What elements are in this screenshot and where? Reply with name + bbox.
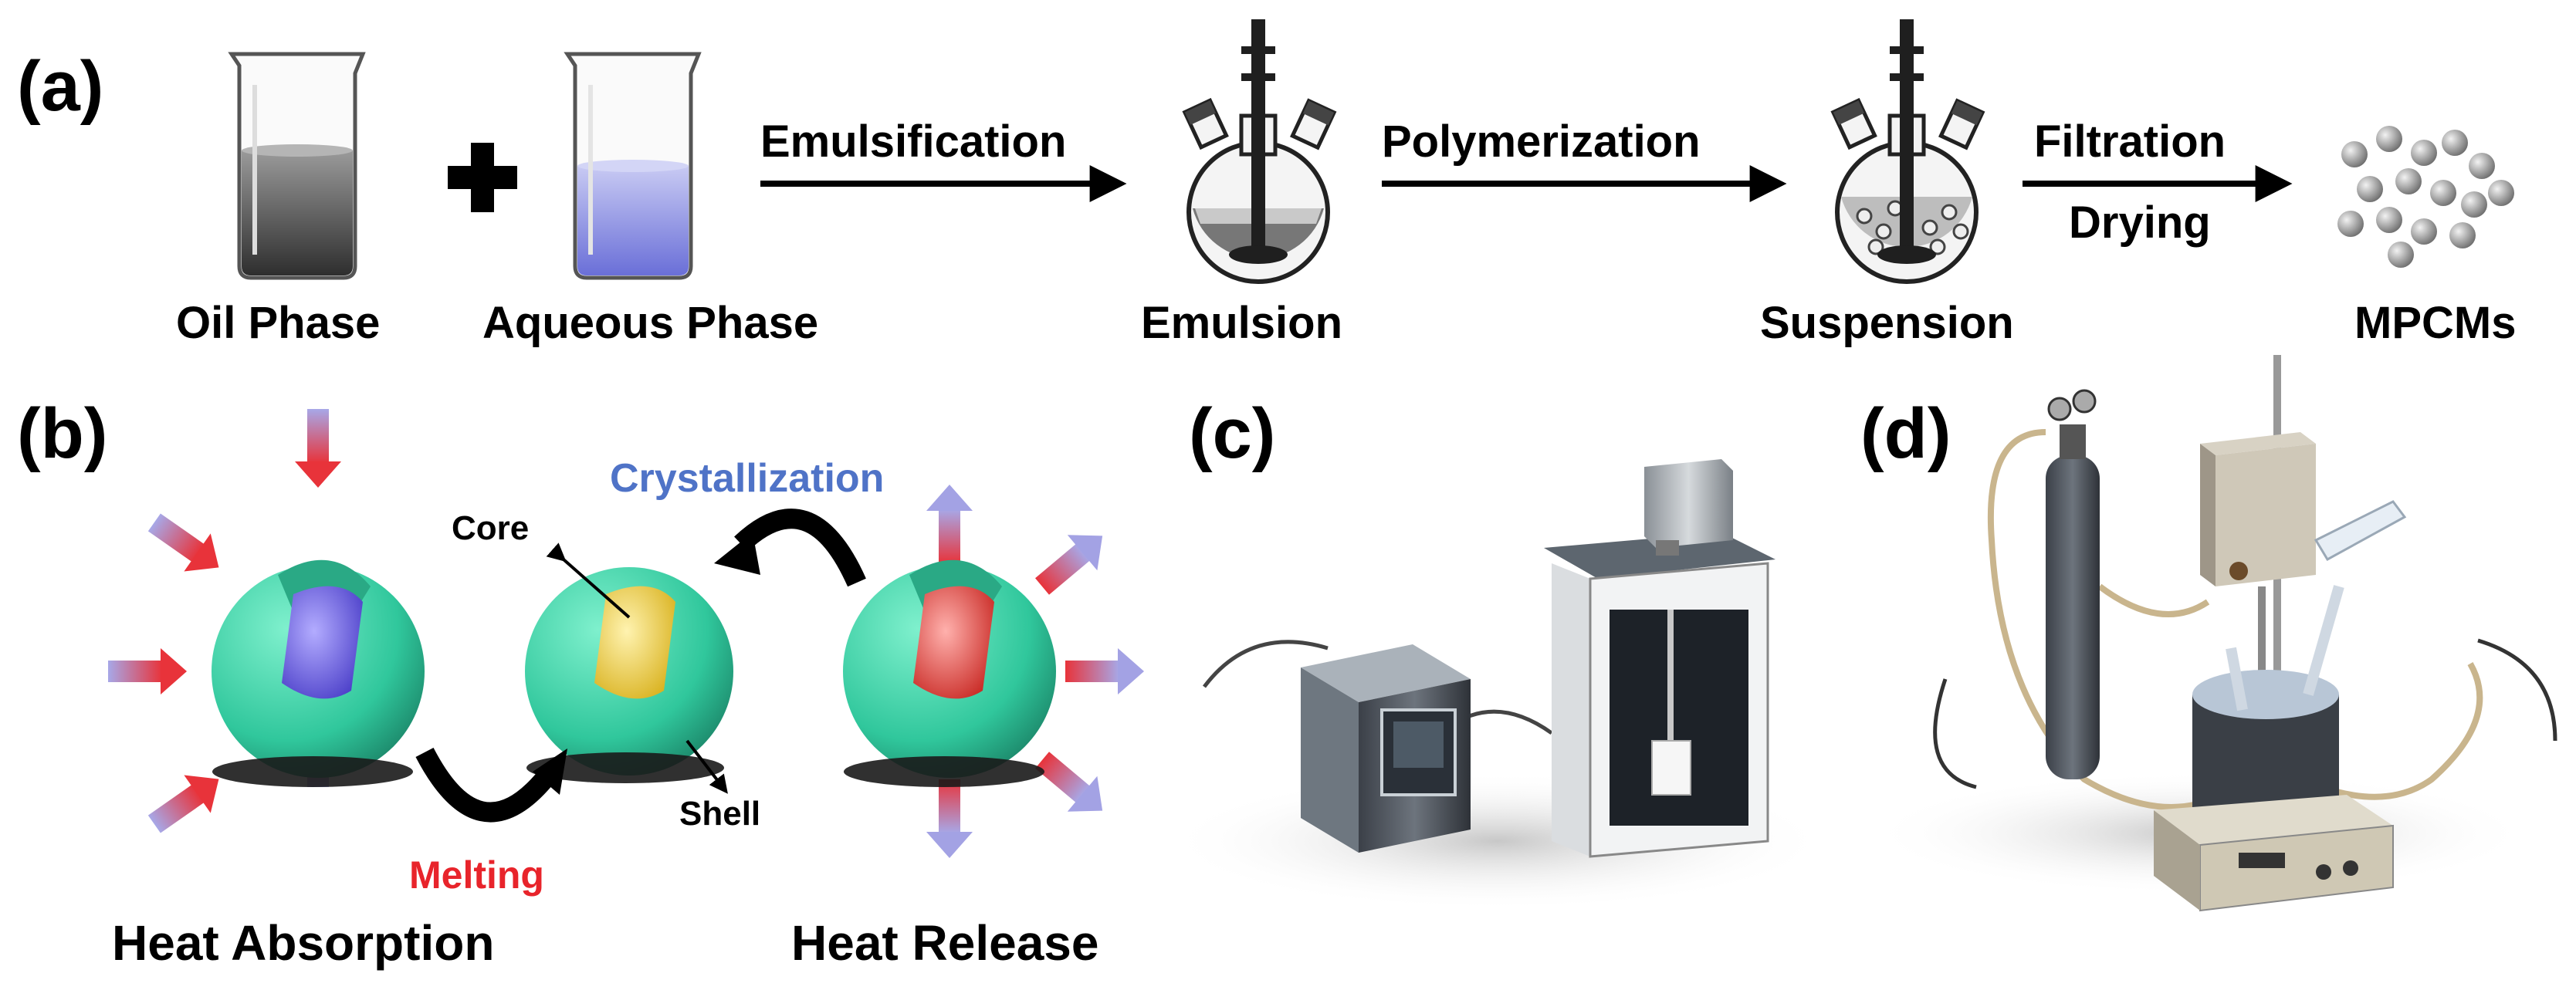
shell-leader-line — [685, 739, 728, 794]
suspension-label: Suspension — [1760, 298, 2014, 348]
suspension-flask-icon — [1830, 19, 1985, 284]
aqueous-phase-label: Aqueous Phase — [482, 298, 819, 348]
panel-label-a: (a) — [17, 47, 104, 126]
shell-label: Shell — [679, 795, 761, 833]
melting-label: Melting — [409, 853, 544, 897]
melting-curve-arrow — [415, 747, 552, 823]
emulsification-label: Emulsification — [760, 117, 1067, 167]
oil-phase-label: Oil Phase — [176, 298, 381, 348]
ultrasonic-equipment-image — [1166, 459, 1830, 911]
heat-release-label: Heat Release — [791, 915, 1099, 971]
polymerization-label: Polymerization — [1382, 117, 1701, 167]
heat-absorption-sphere — [212, 559, 425, 787]
panel-label-b: (b) — [17, 394, 108, 473]
crystallization-curve-arrow — [734, 509, 866, 587]
plus-icon — [448, 143, 517, 212]
drying-label: Drying — [2069, 198, 2211, 248]
emulsion-label: Emulsion — [1141, 298, 1343, 348]
reactor-setup-image — [1868, 355, 2557, 912]
heat-release-sphere — [843, 559, 1056, 787]
panel-label-c: (c) — [1189, 394, 1276, 473]
core-leader-line — [546, 542, 631, 619]
core-sphere — [525, 567, 733, 783]
core-label: Core — [452, 509, 530, 547]
emulsion-flask-icon — [1182, 19, 1337, 284]
heat-output-arrows — [926, 485, 1144, 858]
filtration-label: Filtration — [2034, 117, 2226, 167]
panel-label-d: (d) — [1860, 394, 1951, 473]
mpcms-label: MPCMs — [2354, 298, 2517, 348]
aqueous-beaker-icon — [564, 52, 702, 280]
crystallization-label: Crystallization — [610, 456, 885, 501]
mpcm-particles-icon — [2337, 126, 2514, 268]
heat-absorption-label: Heat Absorption — [112, 915, 495, 971]
oil-beaker-icon — [228, 52, 366, 280]
